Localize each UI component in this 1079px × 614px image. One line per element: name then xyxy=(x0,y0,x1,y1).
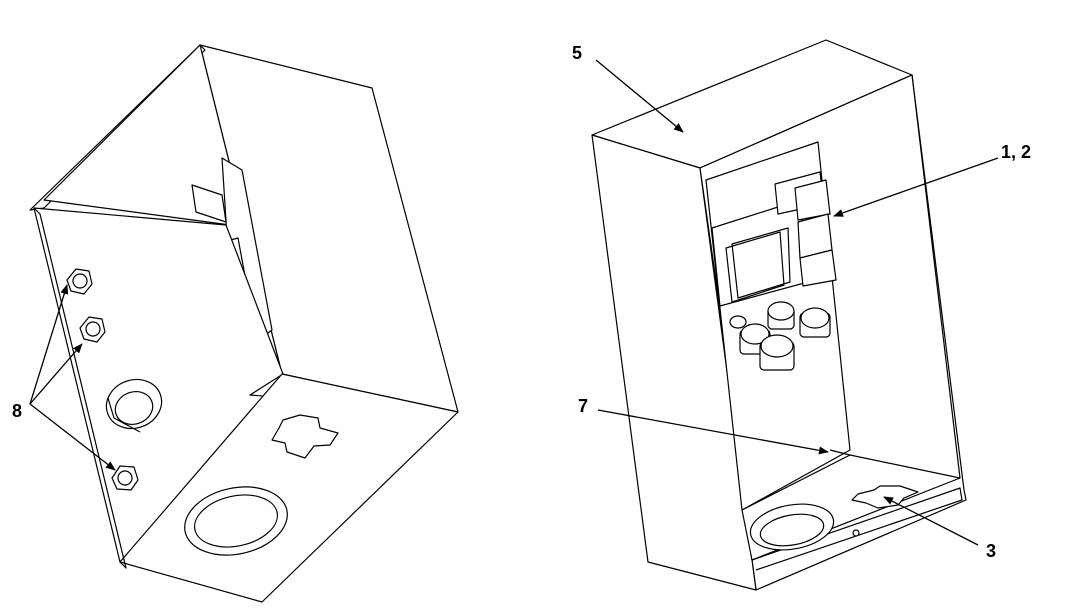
left-knockout-plate xyxy=(271,414,339,459)
left-side-hole xyxy=(105,378,163,433)
right-wire-lead xyxy=(829,449,851,456)
left-enclosure xyxy=(29,44,459,603)
leader-8-upper xyxy=(29,284,69,405)
screw-upper xyxy=(66,268,93,295)
leader-8-middle xyxy=(29,343,83,405)
leader-8-lower xyxy=(29,403,116,471)
leader-3 xyxy=(883,496,979,546)
leader-1-2 xyxy=(833,157,999,217)
right-bottom-hole xyxy=(749,503,835,551)
callout-7-wire-lead: 7 xyxy=(578,396,589,416)
callout-5-cover: 5 xyxy=(572,43,583,63)
left-bottom-hole xyxy=(184,486,288,556)
screw-middle xyxy=(79,316,106,343)
screw-lower xyxy=(111,465,139,491)
leader-7 xyxy=(597,409,829,455)
leader-5 xyxy=(595,59,684,133)
right-enclosure-base-lip xyxy=(751,487,963,571)
right-mount-hole xyxy=(852,529,860,537)
right-capacitors xyxy=(729,301,831,371)
left-enclosure-edge xyxy=(33,207,127,569)
right-control-board xyxy=(711,171,837,307)
right-enclosure xyxy=(591,39,967,591)
callout-8-screws: 8 xyxy=(12,401,23,421)
right-enclosure-front-frame xyxy=(591,134,757,591)
callout-1-2-control-board: 1, 2 xyxy=(1001,142,1032,162)
callout-3-knockout-plate: 3 xyxy=(986,541,997,561)
